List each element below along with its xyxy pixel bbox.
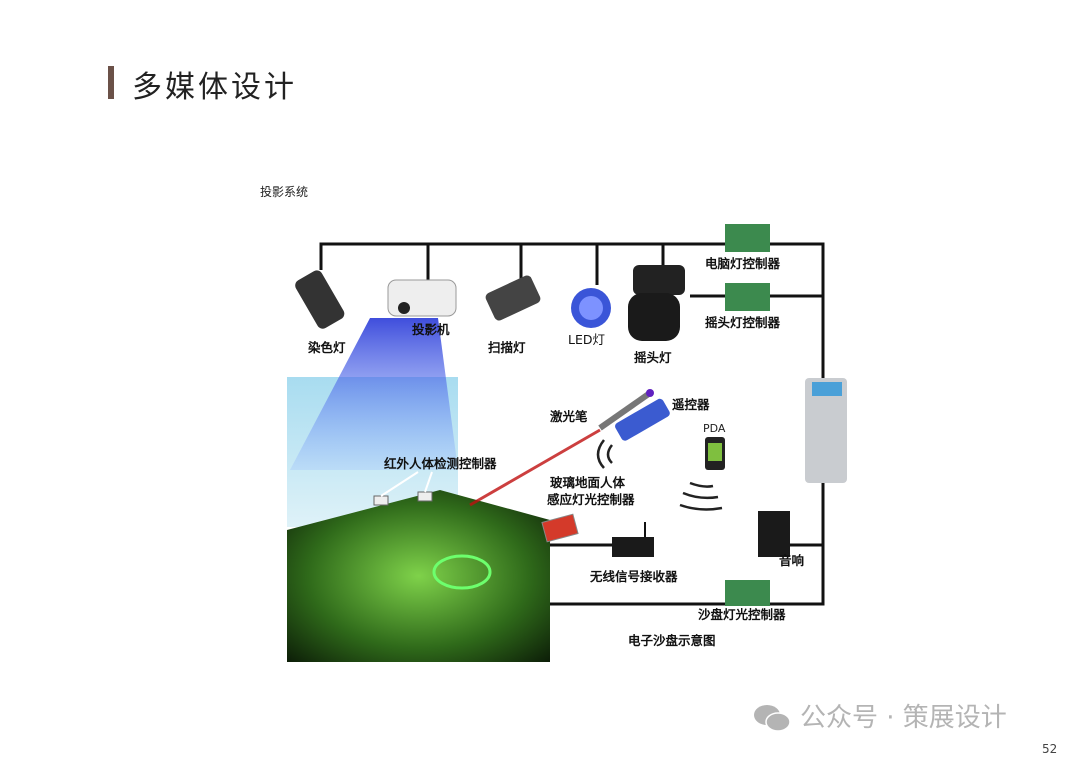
sandtable-light-controller-icon [725, 580, 770, 606]
title-accent-bar [108, 66, 114, 99]
projector-beam [290, 318, 458, 470]
label-moving-head-controller: 摇头灯控制器 [705, 315, 781, 330]
scan-light-icon [485, 275, 541, 321]
label-wireless-receiver: 无线信号接收器 [590, 569, 678, 584]
wireless-receiver-icon [612, 522, 654, 557]
moving-head-icon [628, 265, 685, 341]
label-laser-pointer: 激光笔 [550, 409, 588, 424]
moving-head-controller-icon [725, 283, 770, 311]
sandtable-glow [432, 554, 492, 590]
computer-light-controller-icon [725, 224, 770, 252]
label-remote-control: 遥控器 [672, 397, 710, 412]
label-glass-floor-2: 感应灯光控制器 [547, 492, 635, 507]
page-title: 多媒体设计 [132, 70, 297, 105]
label-glass-floor-1: 玻璃地面人体 [550, 475, 626, 490]
label-dye-light: 染色灯 [308, 340, 346, 355]
label-led-light: LED灯 [568, 332, 605, 347]
label-projector: 投影机 [412, 322, 450, 337]
sandtable-image [287, 490, 550, 662]
led-light-icon [571, 288, 611, 328]
infrared-sensor-icon [373, 471, 433, 506]
label-speaker: 音响 [779, 553, 805, 568]
wireless-signal-icon [596, 439, 723, 511]
label-scan-light: 扫描灯 [488, 340, 526, 355]
label-infrared-controller: 红外人体检测控制器 [384, 456, 497, 471]
dye-light-icon [295, 270, 345, 329]
wechat-icon [754, 705, 791, 732]
kiosk-icon [805, 378, 847, 483]
label-sandtable-light-controller: 沙盘灯光控制器 [698, 607, 786, 622]
speaker-icon [758, 511, 790, 557]
label-pda: PDA [703, 422, 726, 435]
laser-pointer-icon [598, 389, 654, 431]
pda-icon [705, 437, 725, 470]
section-label: 投影系统 [260, 185, 309, 199]
projector-icon [387, 279, 457, 317]
diagram-caption: 电子沙盘示意图 [628, 633, 716, 648]
watermark: 公众号 · 策展设计 [752, 702, 1007, 734]
page-number: 52 [1042, 742, 1058, 756]
label-moving-head: 摇头灯 [634, 350, 672, 365]
watermark-text: 公众号 · 策展设计 [800, 703, 1007, 733]
label-computer-light-controller: 电脑灯控制器 [705, 256, 781, 271]
remote-control-icon [615, 398, 670, 441]
glass-floor-controller-icon [541, 513, 579, 543]
laser-beam [469, 428, 601, 507]
